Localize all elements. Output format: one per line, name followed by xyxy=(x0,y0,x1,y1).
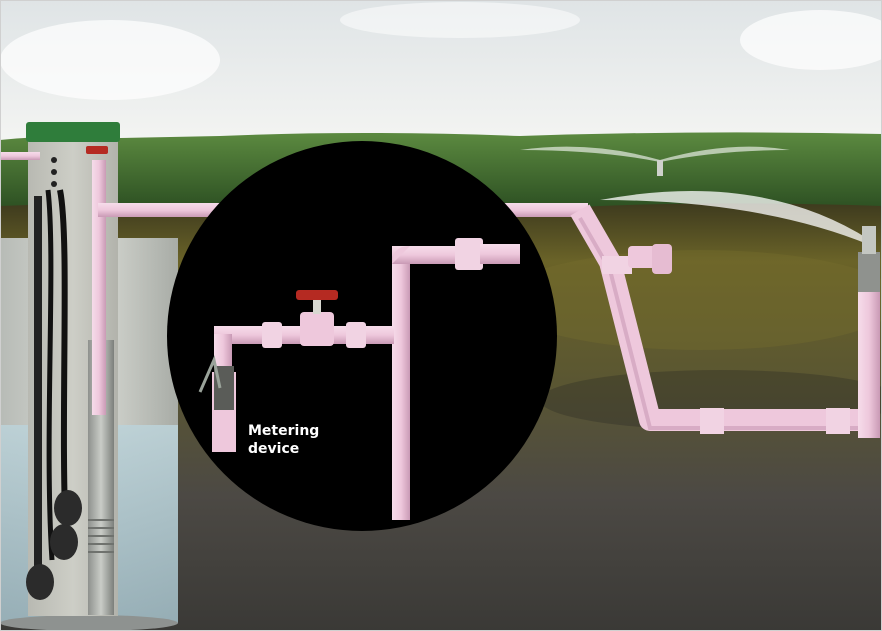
soil-mottle xyxy=(500,250,882,350)
supply-pipe-left xyxy=(0,152,40,160)
sprinkler-spray xyxy=(520,146,790,162)
riser-column xyxy=(26,122,120,616)
cloud xyxy=(0,20,220,100)
cloud xyxy=(740,10,882,70)
valve-body xyxy=(300,312,334,346)
float-switch xyxy=(50,524,78,560)
detail-pipework xyxy=(198,238,520,520)
column-lid xyxy=(26,122,120,142)
detail-valve-handle xyxy=(296,290,338,300)
riser-pipe-right xyxy=(858,290,880,438)
pipe-coupling xyxy=(602,256,632,274)
sprinkler-head xyxy=(657,160,663,176)
valve-handle xyxy=(86,146,108,154)
pipe-elbow xyxy=(652,244,672,274)
float-switch xyxy=(54,490,82,526)
valve-stem xyxy=(313,298,321,314)
pipe-union xyxy=(455,238,483,270)
pipe-coupling xyxy=(700,408,724,434)
sprinkler-body xyxy=(858,252,880,292)
cloud xyxy=(340,2,580,38)
drop-pipe xyxy=(92,160,106,415)
float-switch xyxy=(26,564,54,600)
pipe-coupling xyxy=(826,408,850,434)
pump-cable xyxy=(34,196,42,576)
sprinkler-spray-large xyxy=(600,191,870,245)
